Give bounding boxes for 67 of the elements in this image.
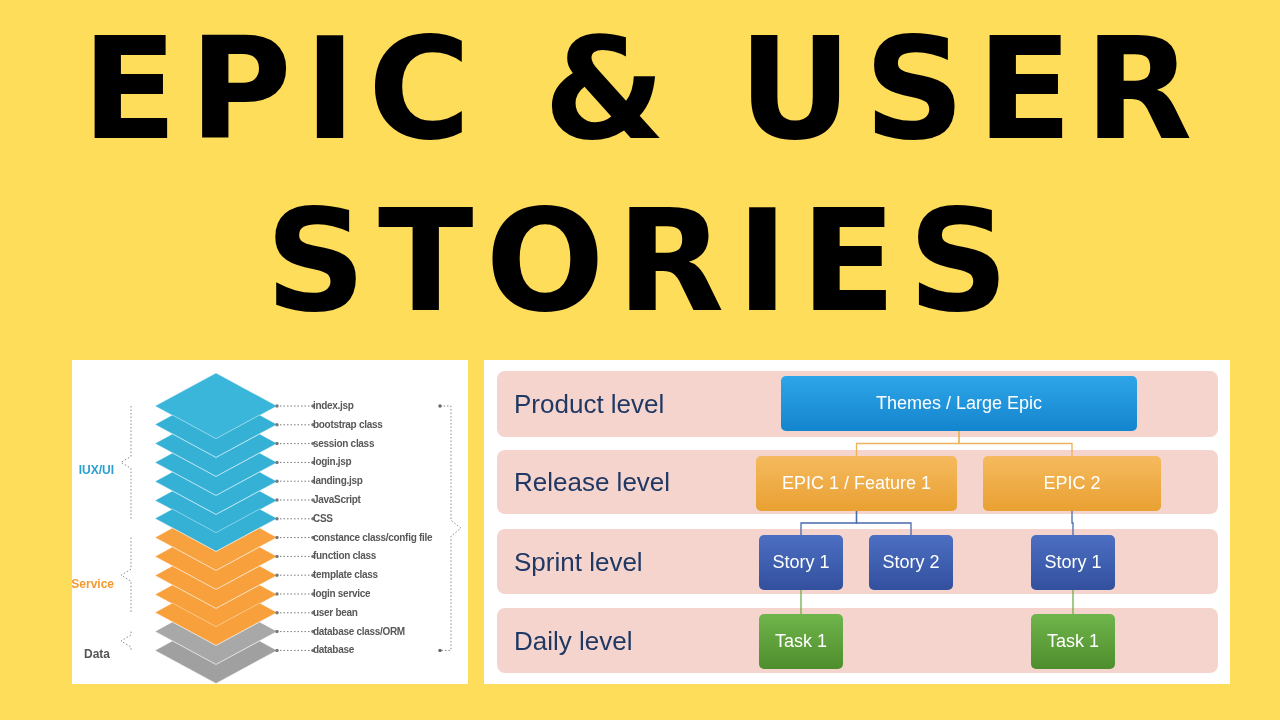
leader-line: [275, 629, 315, 634]
component-label: user bean: [313, 604, 358, 621]
layer-diamond: [155, 584, 277, 627]
layer-diamond: [155, 528, 277, 571]
level-band: [497, 608, 1218, 673]
leader-line: [275, 554, 315, 559]
task-box: Task 1: [759, 614, 843, 669]
layer-diamond: [155, 471, 277, 515]
connector-line: [800, 589, 802, 615]
level-label: Release level: [514, 467, 671, 497]
epic-box: EPIC 2: [983, 456, 1161, 511]
layer-diamond: [155, 434, 277, 477]
leader-line: [275, 592, 315, 596]
level-label: Sprint level: [514, 546, 643, 577]
group-label: Data: [84, 647, 110, 661]
layer-diamond: [155, 490, 277, 533]
layer-diamond: [155, 415, 277, 458]
component-label: bootstrap class: [313, 416, 383, 433]
layer-diamond: [155, 603, 277, 646]
leader-line: [275, 441, 315, 446]
group-label: IUX/UI: [78, 463, 114, 477]
level-label: Product level: [514, 389, 665, 419]
component-label: constance class/config file: [313, 529, 433, 546]
story-box: Story 2: [869, 535, 953, 590]
level-label: Daily level: [514, 625, 633, 656]
story-box: Story 1: [1031, 535, 1115, 590]
layer-diamond: [155, 373, 277, 439]
theme-box: Themes / Large Epic: [781, 376, 1137, 431]
layer-diamond: [155, 509, 277, 552]
layer-diamond: [155, 565, 277, 609]
epic-box: EPIC 1 / Feature 1: [756, 456, 957, 511]
leader-line: [275, 573, 315, 577]
leader-line: [275, 517, 315, 521]
connector-line: [855, 510, 912, 536]
story-box: Story 1: [759, 535, 843, 590]
component-label: JavaScript: [313, 492, 361, 508]
component-label: landing.jsp: [313, 473, 363, 490]
component-label: index.jsp: [313, 398, 354, 414]
leader-line: [275, 535, 315, 540]
component-label: session class: [313, 435, 375, 452]
leader-line: [275, 498, 315, 502]
component-label: database class/ORM: [313, 623, 405, 640]
connector-line: [958, 430, 1073, 457]
leader-line: [275, 423, 315, 427]
layer-diamond: [155, 622, 277, 665]
level-band: [497, 450, 1218, 514]
level-band: [497, 529, 1218, 594]
component-label: template class: [313, 567, 378, 584]
component-label: CSS: [313, 510, 333, 527]
group-label: Service: [71, 577, 114, 591]
leader-line: [275, 648, 315, 653]
layer-diamond: [155, 453, 277, 496]
component-label: login.jsp: [313, 454, 352, 471]
leader-line: [275, 479, 315, 483]
component-label: function class: [313, 548, 377, 565]
connector-line: [1071, 510, 1074, 536]
layer-diamond: [155, 641, 277, 684]
leader-line: [275, 611, 315, 615]
leader-line: [275, 404, 315, 408]
connector-line: [1072, 589, 1074, 615]
level-band: [497, 371, 1218, 437]
leader-line: [275, 460, 315, 465]
component-label: login service: [313, 586, 371, 602]
task-box: Task 1: [1031, 614, 1115, 669]
title: EPIC & USER STORIES: [80, 7, 1206, 345]
component-label: database: [313, 642, 354, 659]
layer-diamond: [155, 547, 277, 590]
